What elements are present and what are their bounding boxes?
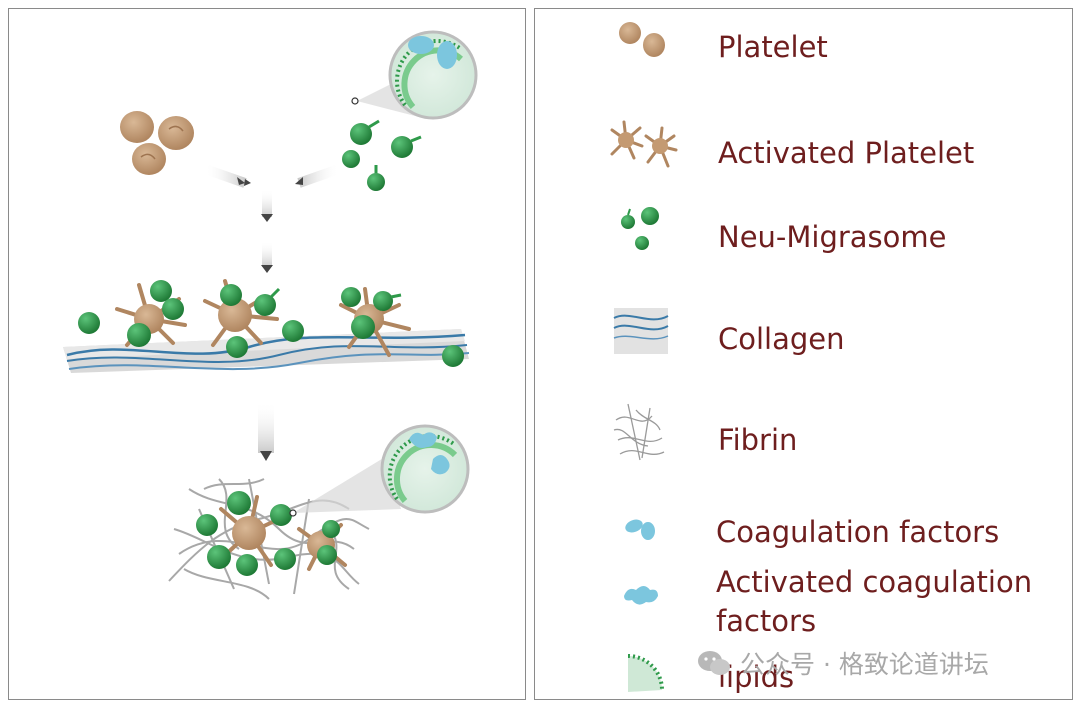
legend-label-fibrin: Fibrin [718,423,798,457]
fibrin-mesh [168,478,370,600]
wechat-icon [698,651,730,675]
legend-label-activated-coagulation-factors-line2: factors [716,604,817,638]
arrows [203,164,341,461]
fibrin-icon [613,403,665,461]
activated-coagulation-factors-icon [624,586,658,605]
migrasomes-on-collagen [78,280,464,367]
legend-label-collagen: Collagen [718,322,845,356]
legend-label-neu-migrasome: Neu-Migrasome [718,220,947,254]
platelet-icon [619,22,665,57]
lens-membrane-top [351,30,478,120]
legend-label-activated-coagulation-factors-line1: Activated coagulation [716,565,1033,599]
schematic-drawing [63,30,478,600]
coagulation-factors-icon [625,519,655,540]
schematic-panel [8,8,526,700]
neu-migrasome-icon [621,207,659,250]
clot-bodies [196,491,340,576]
legend-label-activated-platelet: Activated Platelet [718,136,975,170]
legend-label-lipids: lipids [718,660,795,694]
collagen-icon [613,308,669,354]
migrasomes-group [342,119,422,191]
platelets-group [120,111,194,175]
lipids-icon [627,654,664,692]
legend-label-platelet: Platelet [718,30,828,64]
lens-membrane-bottom [289,424,470,517]
activated-platelet-icon [610,120,678,168]
watermark: 公众号 · 格致论道讲坛 [696,645,989,681]
legend-label-coagulation-factors: Coagulation factors [716,515,1000,549]
watermark-text: 公众号 · 格致论道讲坛 [740,650,989,679]
